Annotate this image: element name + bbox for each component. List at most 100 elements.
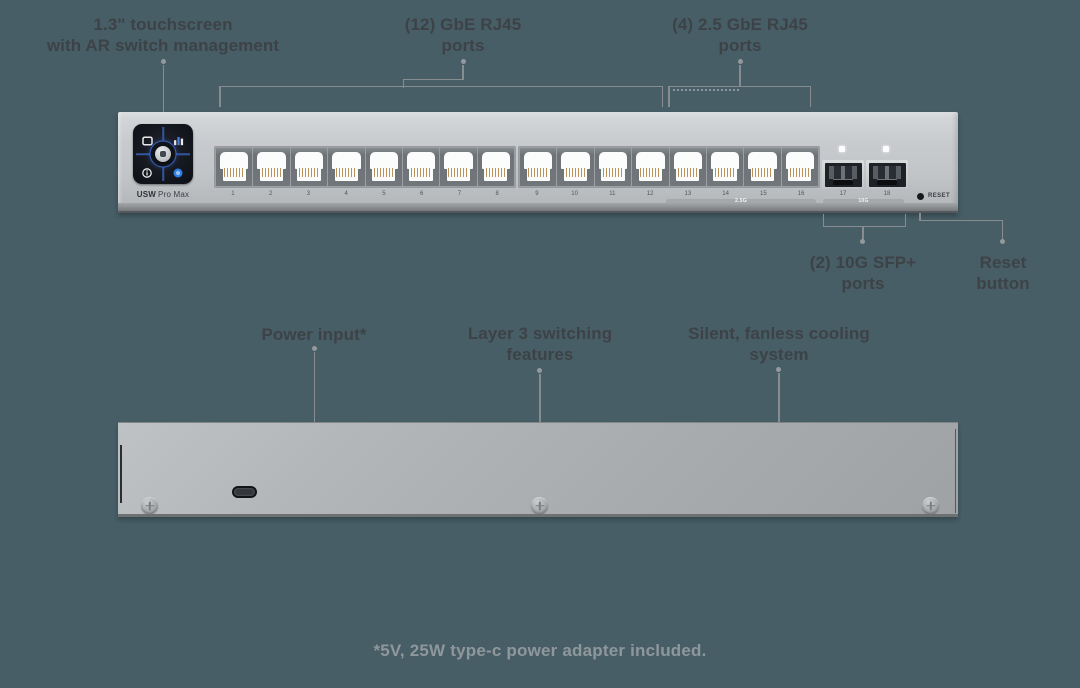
reset-button-label: RESET	[928, 193, 951, 199]
callout-touchscreen-line1: 1.3" touchscreen	[93, 15, 233, 34]
callout-2-5gbe-line2: ports	[718, 36, 762, 55]
panel-seam-right	[954, 429, 956, 513]
callout-gbe-ports-label: (12) GbE RJ45 ports	[405, 14, 522, 56]
callout-dot	[311, 346, 317, 351]
callout-bracket-end	[668, 85, 670, 107]
callout-bracket	[219, 85, 663, 87]
sfp-port-18	[866, 160, 908, 189]
callout-dotted-line	[673, 89, 739, 91]
rj45-port-block-1	[214, 146, 516, 188]
rj45-port-9	[520, 148, 557, 186]
callout-line	[402, 78, 464, 80]
rj45-port-3	[290, 148, 328, 186]
port-number: 14	[722, 191, 729, 197]
callout-line	[402, 78, 404, 88]
rj45-port-2	[253, 148, 290, 186]
callout-dot	[737, 59, 743, 64]
callout-layer3-label: Layer 3 switching features	[468, 323, 612, 365]
callout-gbe-line2: ports	[441, 36, 485, 55]
footnote: *5V, 25W type-c power adapter included.	[373, 641, 707, 660]
callout-bracket	[822, 225, 906, 227]
callout-reset-line1: Reset	[979, 253, 1027, 272]
screw	[531, 497, 548, 514]
callout-dot	[999, 239, 1005, 244]
rj45-port-4	[328, 148, 365, 186]
port-number: 1	[231, 191, 235, 197]
callout-layer3-line1: Layer 3 switching	[467, 324, 613, 343]
sfp-led-18	[883, 146, 889, 152]
port-number: 15	[760, 191, 767, 197]
callout-bracket-end	[904, 214, 906, 227]
callout-cooling-label: Silent, fanless cooling system	[688, 323, 870, 365]
callout-line	[539, 374, 541, 422]
sfp-cage	[824, 162, 862, 187]
rj45-port-1	[216, 148, 253, 186]
sfp-cage	[868, 162, 906, 187]
callout-line	[162, 65, 164, 112]
screen-info-icon	[142, 165, 153, 178]
speed-bar-10g: 10G	[823, 199, 904, 204]
model-label-rest: Pro Max	[158, 190, 190, 199]
callout-bracket	[668, 85, 811, 87]
callout-reset-label: Reset button	[976, 252, 1029, 294]
port-number: 3	[306, 191, 311, 197]
port-number: 16	[797, 191, 805, 197]
callout-2-5gbe-ports-label: (4) 2.5 GbE RJ45 ports	[672, 14, 808, 56]
rj45-port-8	[477, 148, 514, 186]
front-panel-bottom-edge	[118, 203, 958, 213]
callout-line	[1001, 219, 1003, 242]
port-number: 12	[646, 191, 654, 197]
callout-power-line1: Power input*	[261, 325, 367, 344]
callout-sfp-line1: (2) 10G SFP+	[809, 253, 917, 272]
callout-bracket-end	[809, 85, 811, 107]
callout-dot	[460, 59, 466, 64]
port-number: 2	[268, 191, 273, 197]
callout-bracket-end	[661, 85, 663, 107]
port-number: 6	[419, 191, 424, 197]
rj45-port-14	[706, 148, 744, 186]
rj45-port-7	[440, 148, 477, 186]
callout-line	[462, 65, 464, 80]
callout-2-5gbe-line1: (4) 2.5 GbE RJ45	[672, 15, 808, 34]
screen-status-icon	[173, 165, 184, 178]
touchscreen	[133, 124, 193, 184]
callout-bracket-end	[219, 85, 221, 107]
rj45-port-12	[632, 148, 669, 186]
sfp-led-17	[839, 146, 845, 152]
callout-touchscreen-line2: with AR switch management	[46, 36, 280, 55]
callout-dot	[537, 368, 542, 373]
port-number: 10	[571, 191, 578, 197]
rj45-port-6	[402, 148, 440, 186]
rj45-port-10	[557, 148, 594, 186]
port-number: 13	[684, 191, 692, 197]
usb-c-power-port	[232, 486, 257, 498]
callout-line	[778, 373, 780, 422]
callout-dot	[776, 367, 781, 372]
screen-stats-icon	[173, 133, 184, 146]
callout-line	[313, 352, 315, 422]
screen-dial-button	[155, 146, 171, 162]
callout-line	[919, 213, 921, 221]
callout-cooling-line2: system	[749, 345, 809, 364]
rj45-port-16	[781, 148, 818, 186]
screen-display-icon	[142, 133, 153, 146]
callout-gbe-line1: (12) GbE RJ45	[404, 15, 522, 34]
sfp-port-number: 17	[839, 191, 847, 197]
reset-button	[917, 193, 924, 200]
callout-bracket-end	[822, 214, 824, 227]
rj45-port-block-2	[518, 146, 820, 188]
speed-bar-2-5g: 2.5G	[666, 199, 816, 204]
rj45-port-15	[744, 148, 781, 186]
screw	[922, 497, 939, 514]
back-panel-bottom-edge	[118, 514, 958, 517]
callout-line	[739, 65, 741, 87]
callout-line	[862, 227, 864, 240]
callout-cooling-line1: Silent, fanless cooling	[688, 324, 870, 343]
callout-layer3-line2: features	[506, 345, 574, 364]
callout-line	[919, 219, 1003, 221]
port-number: 11	[609, 191, 616, 197]
callout-sfp-ports-label: (2) 10G SFP+ ports	[810, 252, 917, 294]
panel-seam-left	[120, 445, 122, 503]
